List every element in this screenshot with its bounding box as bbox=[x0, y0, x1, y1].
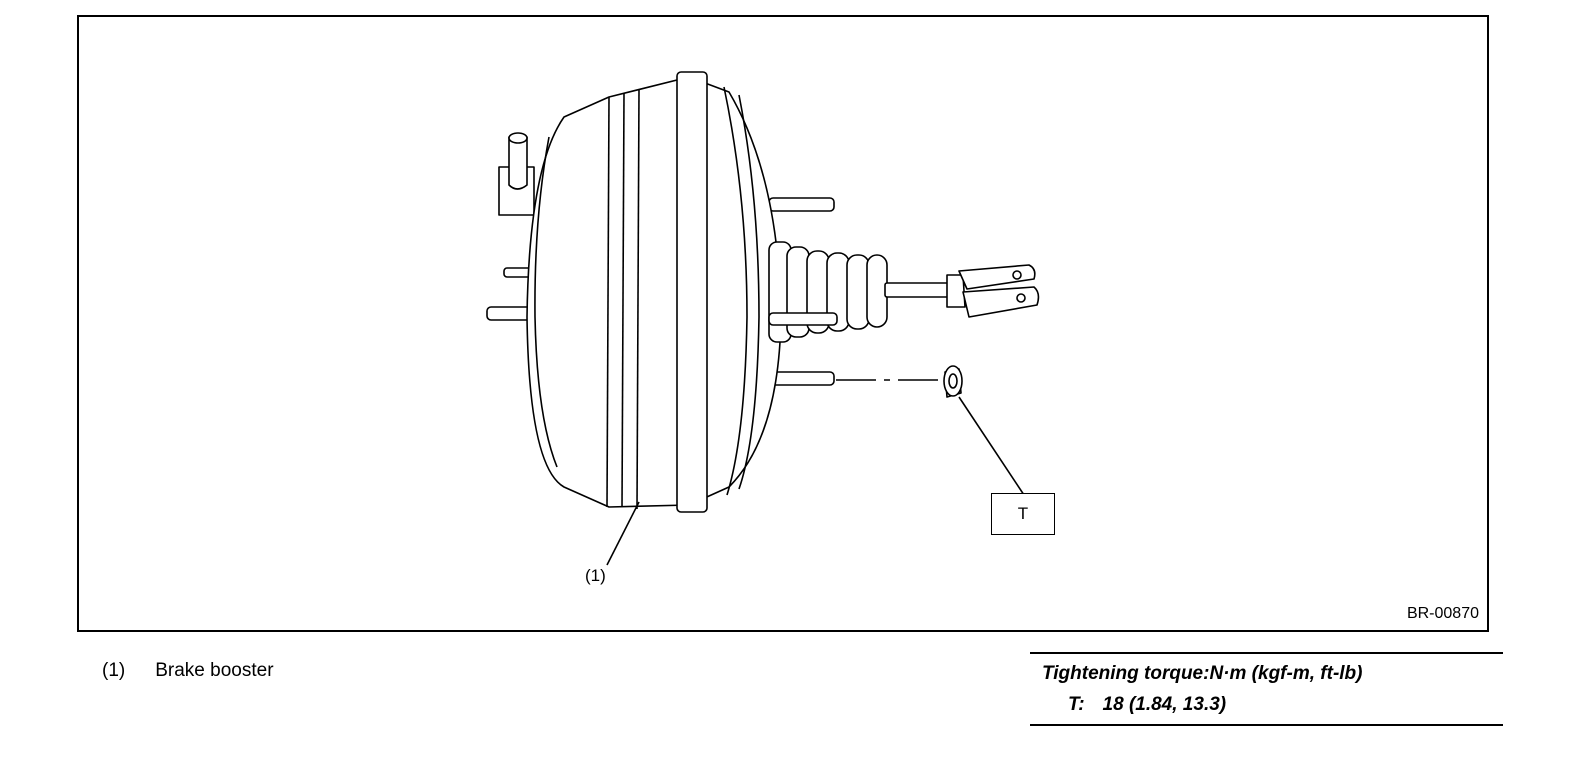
bellows-boot bbox=[768, 241, 888, 343]
torque-heading: Tightening torque:N·m (kgf-m, ft-lb) bbox=[1042, 663, 1363, 684]
legend-item-number: (1) bbox=[102, 660, 126, 681]
figure-id: BR-00870 bbox=[1406, 605, 1479, 622]
brake-booster-illustration bbox=[486, 71, 1040, 566]
torque-callout-box: T bbox=[991, 493, 1055, 535]
legend-item-label: Brake booster bbox=[155, 660, 274, 681]
torque-callout-label: T bbox=[1017, 504, 1029, 523]
push-rod-clevis bbox=[884, 264, 1040, 318]
legend: (1) Brake booster bbox=[102, 660, 274, 682]
torque-row: T: 18 (1.84, 13.3) bbox=[1068, 694, 1226, 716]
booster-shell bbox=[526, 71, 782, 513]
callout-1-label: (1) bbox=[585, 566, 606, 585]
figure-frame: (1) T BR-00870 bbox=[77, 15, 1489, 632]
check-valve-fitting bbox=[498, 132, 535, 216]
front-studs bbox=[768, 197, 835, 386]
leader-line-1 bbox=[606, 501, 640, 566]
torque-value: 18 (1.84, 13.3) bbox=[1102, 694, 1227, 715]
torque-spec-table: Tightening torque:N·m (kgf-m, ft-lb) T: … bbox=[1030, 652, 1503, 726]
torque-symbol: T: bbox=[1068, 694, 1085, 715]
flange-nut bbox=[943, 365, 963, 398]
leader-line-t bbox=[958, 396, 1025, 496]
